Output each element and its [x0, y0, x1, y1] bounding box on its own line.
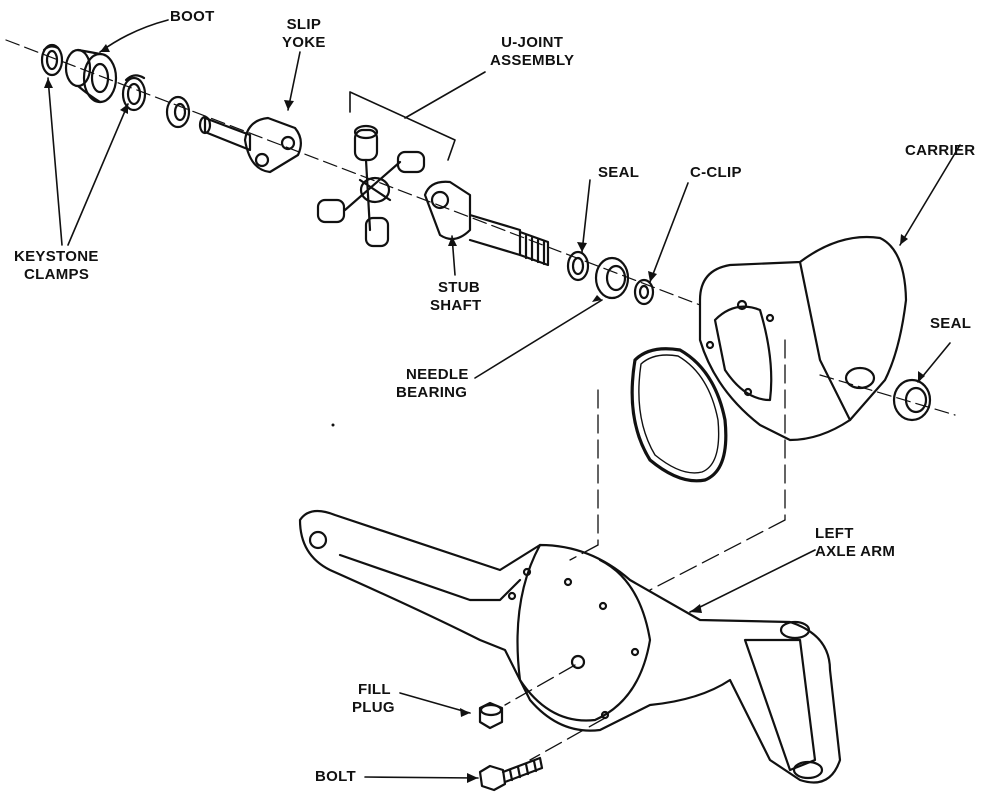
label-keystone-line-1: KEYSTONE: [14, 248, 99, 265]
label-seal-inner: SEAL: [598, 164, 640, 181]
alignment-lines: [504, 339, 786, 761]
label-u-joint-line-2: ASSEMBLY: [490, 52, 575, 69]
label-slip-yoke-line-2: YOKE: [282, 34, 326, 51]
arrowheads: [44, 44, 925, 783]
bolt: [478, 756, 544, 792]
keystone-clamp-right: [121, 74, 147, 112]
axis-lines: [5, 39, 956, 416]
keystone-clamp-left: [40, 43, 64, 77]
label-left-axle-arm-line-1: LEFT: [815, 525, 854, 542]
label-stub-shaft-line-1: STUB: [438, 279, 481, 296]
label-slip-yoke: SLIP YOKE: [282, 16, 326, 52]
label-stub-shaft-line-2: SHAFT: [430, 297, 482, 314]
label-stub-shaft: STUB SHAFT: [430, 279, 482, 315]
stray-mark: [331, 423, 335, 427]
label-keystone-line-2: CLAMPS: [24, 266, 90, 283]
label-needle-bearing-line-1: NEEDLE: [406, 366, 469, 383]
shaft-ring: [165, 95, 191, 129]
label-needle-bearing: NEEDLE BEARING: [396, 366, 469, 402]
label-fill-plug-line-1: FILL: [358, 681, 391, 698]
label-seal-outer: SEAL: [930, 315, 972, 332]
label-fill-plug-line-2: PLUG: [352, 699, 395, 716]
slip-yoke: [198, 115, 302, 174]
stub-shaft: [423, 180, 550, 267]
fill-plug: [478, 701, 504, 730]
seal-outer: [892, 378, 932, 422]
gasket: [630, 347, 728, 483]
label-boot: BOOT: [170, 8, 215, 25]
label-u-joint-assembly: U-JOINT ASSEMBLY: [490, 34, 574, 70]
label-fill-plug: FILL PLUG: [352, 681, 395, 717]
label-u-joint-line-1: U-JOINT: [501, 34, 564, 51]
left-axle-arm: [298, 509, 842, 784]
needle-bearing: [594, 256, 630, 300]
c-clip: [633, 278, 655, 306]
label-c-clip: C-CLIP: [690, 164, 742, 181]
label-bolt: BOLT: [315, 768, 356, 785]
seal-inner: [566, 250, 590, 282]
label-carrier: CARRIER: [905, 142, 976, 159]
boot: [64, 48, 118, 104]
carrier-housing: [698, 235, 908, 442]
u-joint-cross: [316, 124, 426, 248]
label-left-axle-arm-line-2: AXLE ARM: [815, 543, 896, 560]
leader-lines: [47, 19, 961, 779]
label-slip-yoke-line-1: SLIP: [286, 16, 322, 33]
label-keystone-clamps: KEYSTONE CLAMPS: [14, 248, 99, 284]
label-needle-bearing-line-2: BEARING: [396, 384, 468, 401]
label-left-axle-arm: LEFT AXLE ARM: [815, 525, 895, 561]
